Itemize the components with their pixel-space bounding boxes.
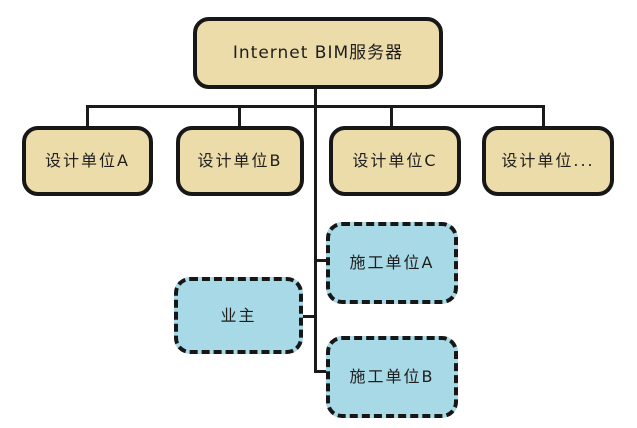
connector-stub-builder-a — [314, 259, 328, 262]
design-unit-a-node: 设计单位A — [22, 126, 153, 196]
owner-node-label: 业主 — [220, 305, 257, 325]
design-unit-more-node: 设计单位... — [482, 126, 614, 196]
connector-drop-design-c — [390, 105, 393, 127]
design-unit-a-label: 设计单位A — [45, 151, 130, 171]
design-unit-c-node: 设计单位C — [329, 126, 461, 196]
construction-unit-a-node: 施工单位A — [326, 222, 458, 304]
connector-stub-builder-b — [314, 370, 328, 373]
connector-server-drop — [314, 89, 317, 107]
design-unit-b-node: 设计单位B — [176, 126, 304, 196]
connector-vertical-trunk — [314, 105, 317, 373]
connector-drop-design-a — [86, 105, 89, 127]
server-node-label: Internet BIM服务器 — [232, 42, 404, 63]
owner-node: 业主 — [174, 277, 303, 354]
design-unit-b-label: 设计单位B — [197, 151, 283, 171]
connector-drop-design-b — [238, 105, 241, 127]
construction-unit-a-label: 施工单位A — [349, 253, 435, 273]
server-node: Internet BIM服务器 — [193, 17, 443, 89]
design-unit-c-label: 设计单位C — [352, 151, 438, 171]
construction-unit-b-label: 施工单位B — [349, 367, 435, 387]
design-unit-more-label: 设计单位... — [501, 151, 595, 171]
connector-stub-owner — [301, 315, 316, 318]
connector-drop-design-more — [542, 105, 545, 127]
construction-unit-b-node: 施工单位B — [326, 336, 458, 418]
